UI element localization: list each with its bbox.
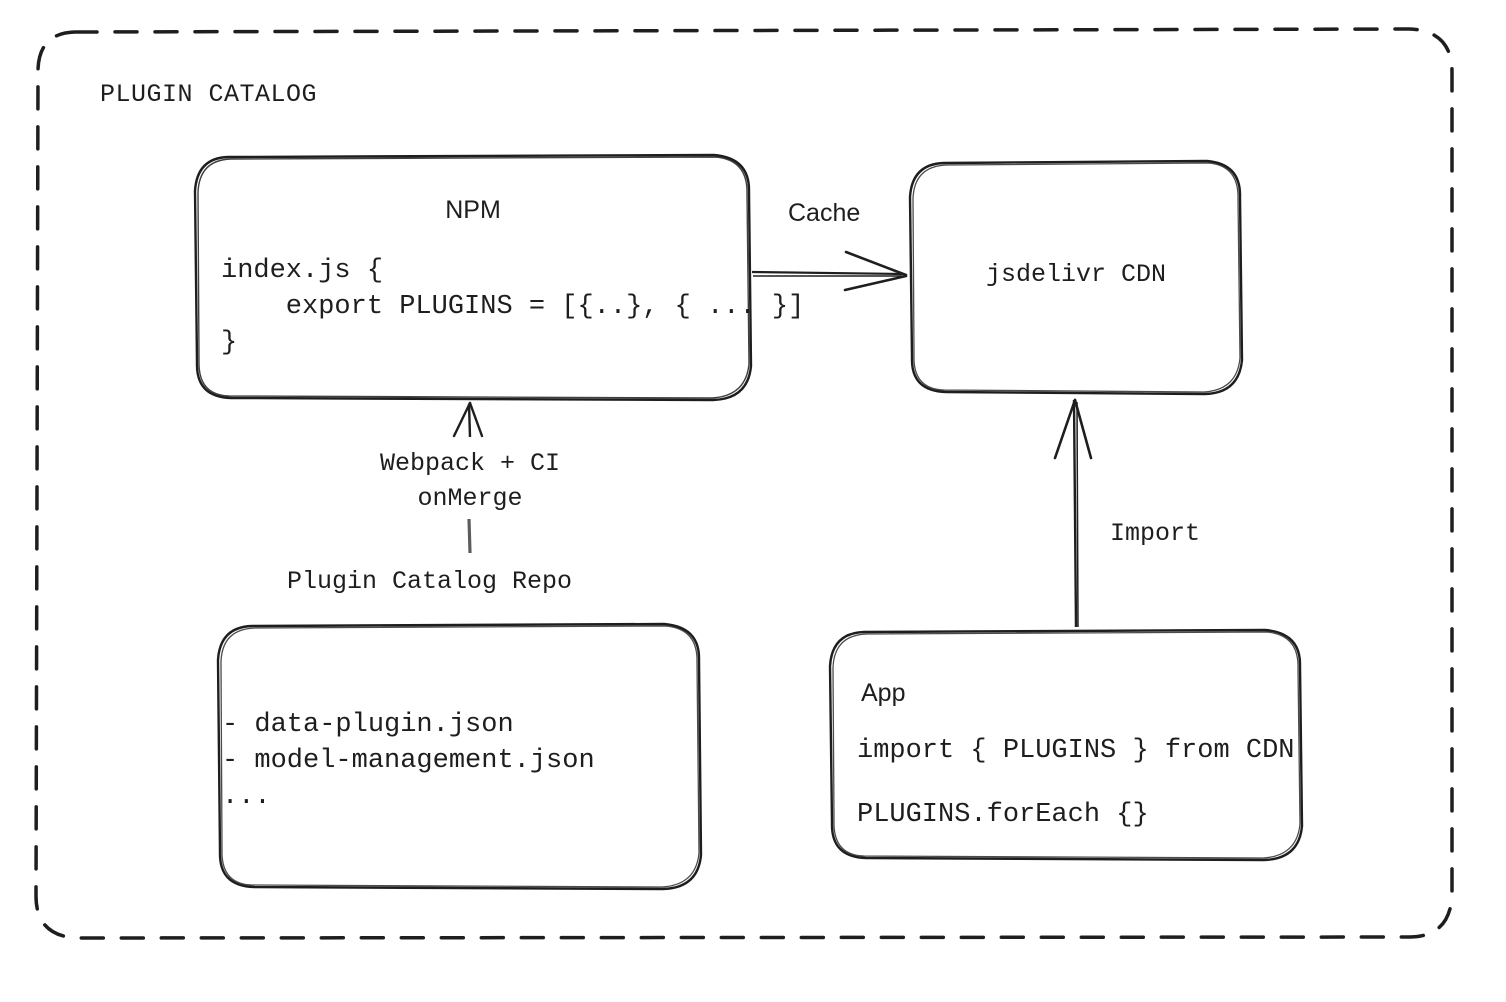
repo-node-caption: Plugin Catalog Repo bbox=[287, 567, 573, 596]
npm-node-code: index.js { export PLUGINS = [{..}, { ...… bbox=[221, 256, 805, 358]
import-edge-label: Import bbox=[1110, 519, 1201, 548]
app-node-title: App bbox=[861, 679, 906, 707]
app-node-import-line: import { PLUGINS } from CDN bbox=[857, 736, 1295, 766]
repo-node-items: - data-plugin.json - model-management.js… bbox=[222, 710, 595, 812]
page-title: PLUGIN CATALOG bbox=[100, 80, 318, 109]
build-edge-label: Webpack + CI onMerge bbox=[379, 449, 561, 513]
import-arrow bbox=[1053, 398, 1093, 628]
npm-node-title: NPM bbox=[445, 196, 501, 224]
cache-edge-label: Cache bbox=[788, 199, 861, 227]
app-node-foreach-line: PLUGINS.forEach {} bbox=[857, 800, 1149, 830]
cdn-node-title: jsdelivr CDN bbox=[985, 260, 1167, 289]
